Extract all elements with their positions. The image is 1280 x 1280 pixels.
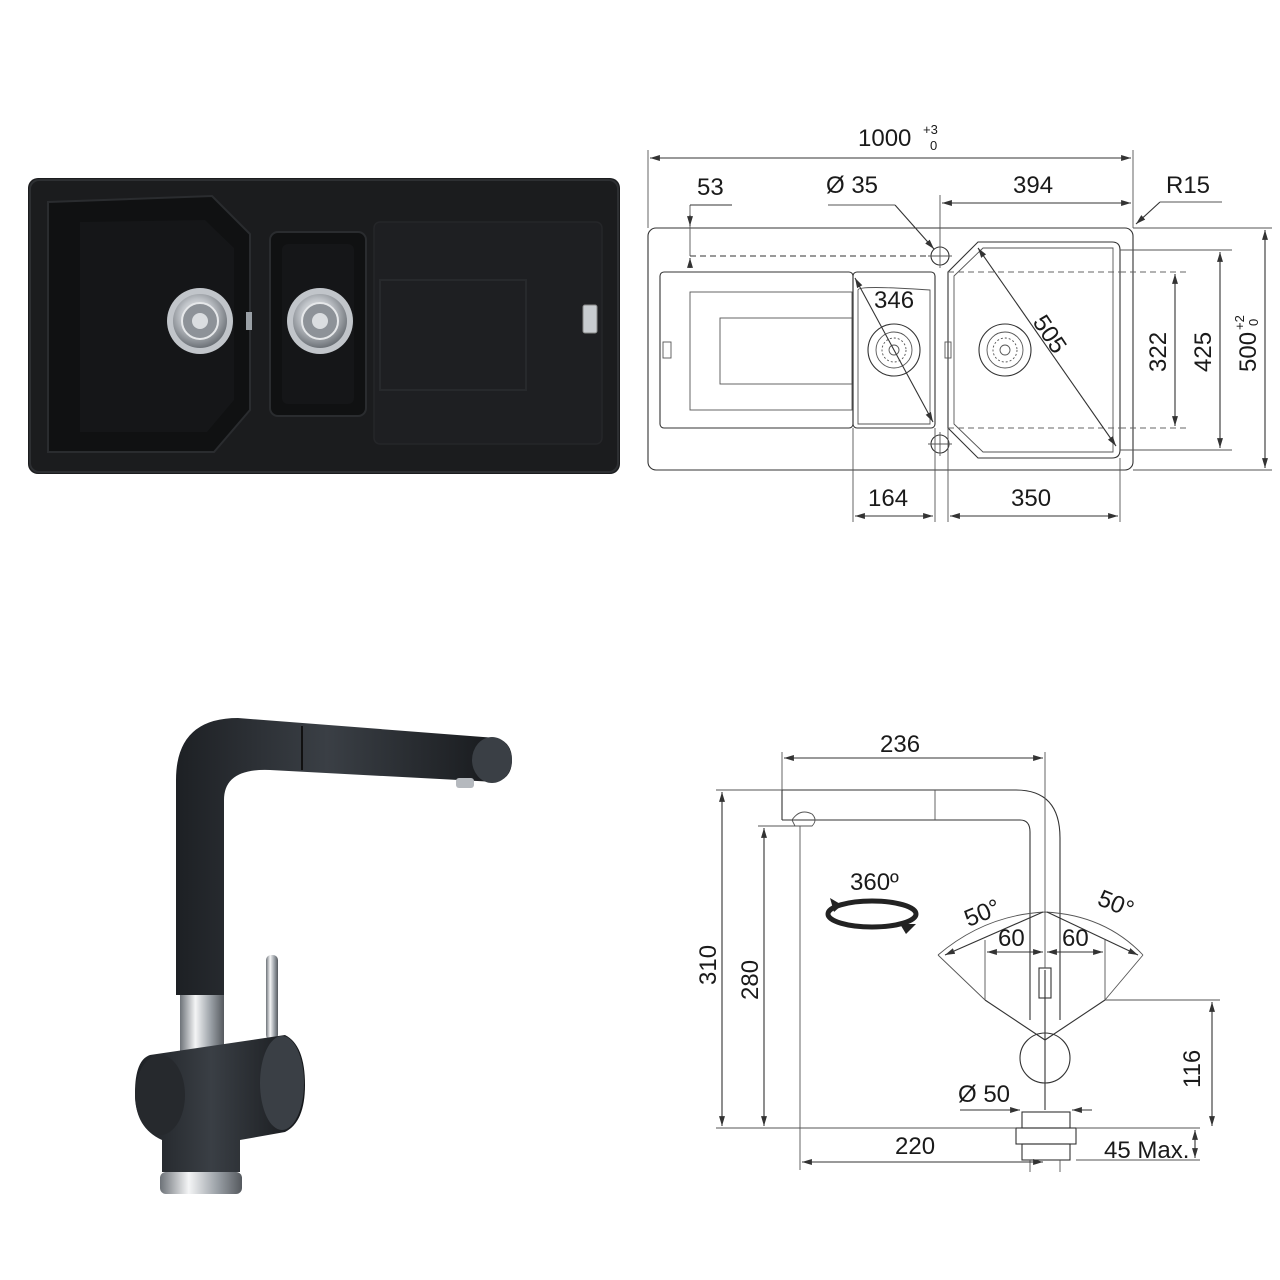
sink-photo [28, 178, 620, 474]
main-bowl-outline [947, 241, 1121, 459]
dim-spout-height: 280 [737, 960, 764, 1000]
dim-spout-reach: 236 [880, 731, 920, 758]
dim-max-deck: 45 Max. [1104, 1137, 1189, 1164]
bowl-overflow-slot [944, 341, 952, 359]
dim-main-bowl-bottom-width: 350 [1011, 485, 1051, 512]
tap-hole-top [928, 244, 952, 268]
dim-lever-offset-left: 60 [998, 925, 1025, 952]
body-front [135, 1055, 185, 1135]
dim-lever-offset-right: 60 [1062, 925, 1089, 952]
tap-drawing: 236 310 280 360º 50° 50° 60 60 116 [695, 731, 1220, 1172]
drainer-outline [659, 271, 854, 429]
dim-main-bowl-width: 394 [1013, 172, 1053, 199]
tap-photo [135, 718, 512, 1194]
dim-overall-width-tol-bottom: 0 [930, 138, 937, 153]
main-waste-plug [167, 288, 233, 354]
dim-tap-hole: Ø 35 [826, 172, 878, 199]
drainer-overflow [662, 341, 672, 359]
dim-total-height: 310 [695, 945, 722, 985]
drainer-rib-inner [719, 317, 853, 385]
drainer-inner [379, 279, 527, 391]
dim-overall-depth: 500 [1235, 332, 1262, 372]
chrome-collar [180, 995, 224, 1055]
small-waste-plug [287, 288, 353, 354]
dim-bowl-depth-outer: 425 [1190, 332, 1217, 372]
main-bowl-waste [978, 323, 1032, 377]
dim-tap-offset: 53 [697, 174, 724, 201]
dim-overall-depth-tol-top: +2 [1232, 315, 1247, 330]
rotation-label: 360º [850, 869, 899, 896]
sink-drawing: 1000 +3 0 53 Ø 35 394 R15 346 505 322 [647, 122, 1272, 522]
dim-overall-width-tol-top: +3 [923, 122, 938, 137]
spout-end [472, 737, 512, 783]
dim-base-to-spout: 220 [895, 1133, 935, 1160]
overflow-slot [582, 304, 598, 334]
drainer-area [373, 221, 603, 445]
dim-lever-height: 116 [1179, 1050, 1206, 1088]
dim-bowl-depth-inner: 322 [1145, 332, 1172, 372]
tap-spout [176, 718, 512, 995]
tap-outline [781, 789, 1061, 1020]
body-cap [260, 1036, 304, 1130]
dim-corner-radius: R15 [1166, 172, 1210, 199]
main-bowl-inner [953, 247, 1114, 453]
dim-small-bowl-width: 164 [868, 485, 908, 512]
spout-nozzle [456, 778, 474, 788]
dim-main-bowl-diagonal: 505 [1027, 310, 1072, 358]
small-bowl-outline [852, 271, 936, 429]
main-bowl-floor [80, 220, 234, 432]
tap-base-chrome [160, 1172, 242, 1194]
dim-small-bowl-diagonal: 346 [874, 287, 914, 314]
sink-rim-highlight [29, 179, 619, 473]
drainer-rib-outer [689, 291, 853, 411]
dim-overall-width: 1000 [858, 125, 911, 152]
dim-base-diameter: Ø 50 [958, 1081, 1010, 1108]
dim-overall-depth-tol-bottom: 0 [1246, 319, 1261, 326]
lever-handle [266, 955, 278, 1040]
sink-outline [647, 227, 1134, 471]
bowl-overflow [246, 312, 252, 330]
dim-lever-angle-right: 50° [1094, 885, 1138, 924]
